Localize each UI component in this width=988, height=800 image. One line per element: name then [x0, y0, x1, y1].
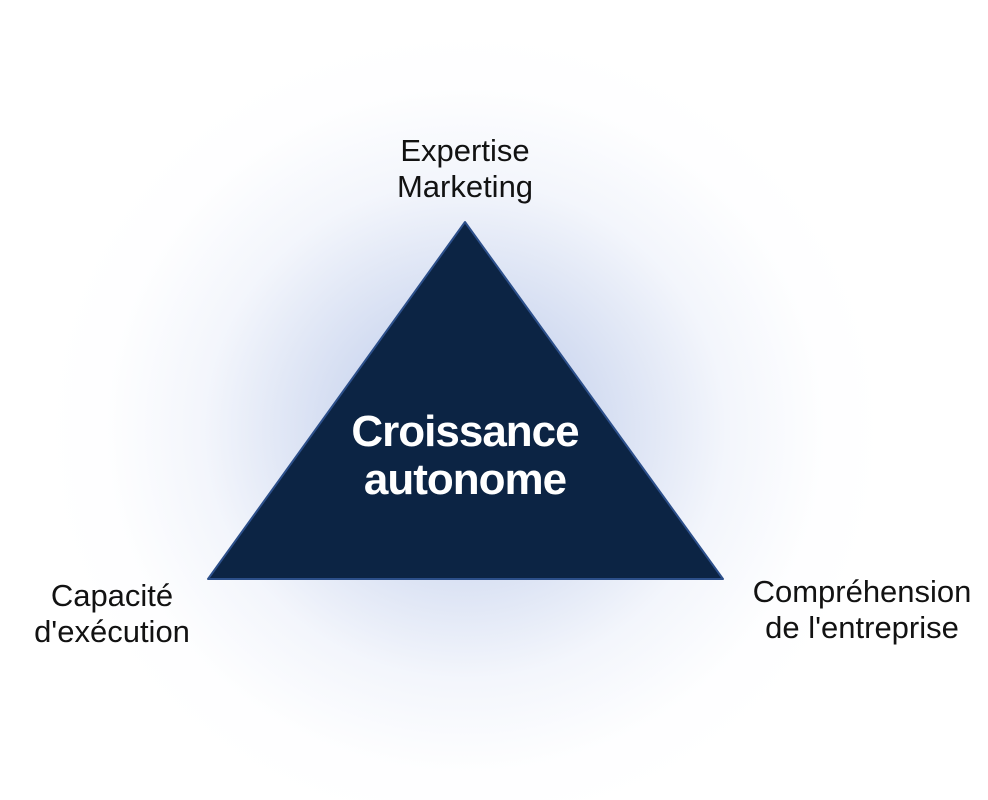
right-label-line2: de l'entreprise — [765, 610, 959, 645]
right-label-line1: Compréhension — [752, 574, 972, 609]
center-label: Croissance autonome — [315, 408, 615, 504]
triangle-shape — [207, 221, 724, 580]
left-label-line1: Capacité — [50, 578, 174, 613]
top-label-line2: Marketing — [396, 169, 534, 204]
right-vertex-label: Compréhension de l'entreprise — [736, 574, 988, 646]
center-label-line1: Croissance — [351, 407, 579, 456]
top-vertex-label: Expertise Marketing — [365, 133, 565, 205]
center-label-line2: autonome — [363, 455, 567, 504]
left-label-line2: d'exécution — [34, 614, 190, 649]
top-label-line1: Expertise — [400, 133, 530, 168]
left-vertex-label: Capacité d'exécution — [12, 578, 212, 650]
